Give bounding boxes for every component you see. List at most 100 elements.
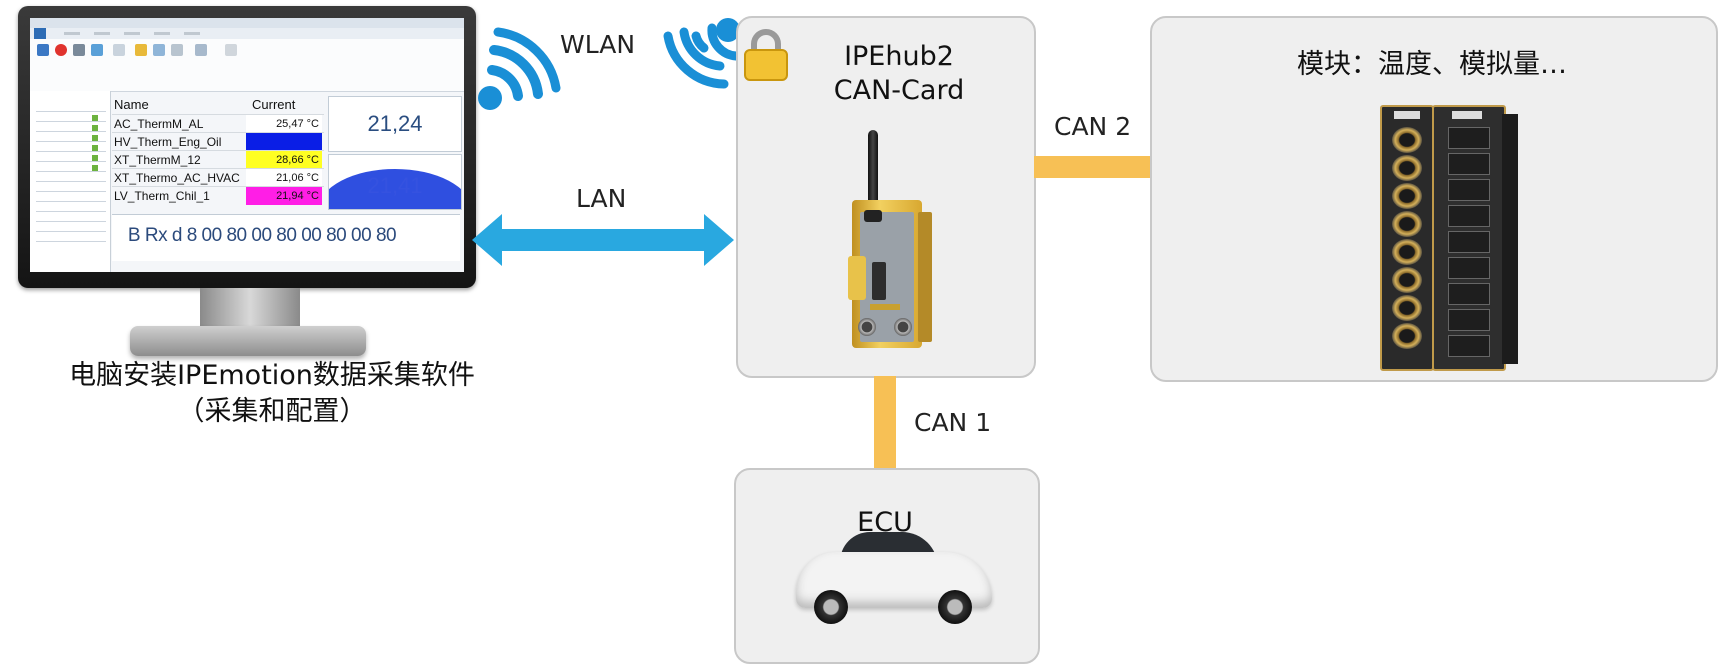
can2-label: CAN 2 [1054, 112, 1132, 141]
round-connector-icon [1392, 127, 1422, 153]
ribbon-tabs [30, 28, 464, 39]
gauge-value: 21,41 [367, 173, 423, 198]
terminal-pin-icon [1448, 127, 1490, 149]
signal-name: XT_Thermo_AC_HVAC [114, 171, 240, 185]
round-connector-icon [1392, 295, 1422, 321]
antenna [868, 130, 878, 222]
computer-caption-line2: （采集和配置） [177, 396, 367, 427]
antenna-base [864, 210, 882, 222]
ribbon-tab [94, 32, 110, 35]
ipehub-title: IPEhub2 CAN-Card [786, 40, 1012, 108]
table-row: LV_Therm_Chil_1 21,94 °C [112, 186, 324, 205]
round-connector-icon [1392, 183, 1422, 209]
table-row: HV_Therm_Eng_Oil [112, 132, 324, 151]
gauge-arc [329, 169, 461, 209]
wlan-label: WLAN [560, 30, 636, 59]
monitor-stand-neck [200, 288, 300, 328]
page-icon [113, 44, 125, 56]
module-side [1502, 114, 1518, 364]
checkbox-icon [92, 125, 98, 131]
lan-arrow [472, 214, 734, 266]
wifi-icon [663, 18, 741, 89]
signal-value [246, 133, 322, 151]
round-connector-icon [1392, 323, 1422, 349]
round-connector-icon [1392, 155, 1422, 181]
round-connector-icon [894, 318, 912, 336]
column-header-value: Current value [252, 97, 296, 130]
terminal-pin-icon [1448, 283, 1490, 305]
round-connector-icon [1392, 267, 1422, 293]
can-message-text: B Rx d 8 00 80 00 80 00 80 00 80 [127, 225, 397, 246]
ipehub-device-side [918, 212, 932, 342]
terminal-pin-icon [1448, 231, 1490, 253]
db9-port-icon [872, 262, 886, 300]
signal-name: LV_Therm_Chil_1 [114, 189, 210, 203]
ribbon-tab-active [34, 28, 46, 39]
wheel-icon [938, 590, 972, 624]
signal-value: 28,66 °C [246, 151, 322, 169]
grid-icon [153, 44, 165, 56]
monitor-screen: Name Current value AC_ThermM_AL 25,47 °C… [30, 18, 464, 272]
checkbox-icon [92, 155, 98, 161]
module-terminal-unit [1432, 105, 1506, 371]
ribbon-toolbar [30, 39, 464, 92]
device-clip [848, 256, 866, 300]
terminal-pin-icon [1448, 309, 1490, 331]
signal-name: XT_ThermM_12 [114, 153, 201, 167]
ribbon-tab [184, 32, 200, 35]
signal-value: 21,94 °C [246, 187, 322, 205]
terminal-pin-icon [1448, 153, 1490, 175]
round-connector-icon [1392, 211, 1422, 237]
round-connector-icon [1392, 239, 1422, 265]
signal-value: 21,06 °C [246, 169, 322, 187]
pause-icon [73, 44, 85, 56]
record-icon [55, 44, 67, 56]
signal-tree-pane [30, 91, 111, 272]
terminal-pin-icon [1448, 257, 1490, 279]
signal-name: AC_ThermM_AL [114, 117, 204, 131]
wheel-icon [814, 590, 848, 624]
device-label-strip [870, 304, 900, 310]
table-row: XT_ThermM_12 28,66 °C [112, 150, 324, 169]
column-header-name: Name [114, 97, 149, 112]
app-titlebar [30, 18, 464, 28]
signal-name: HV_Therm_Eng_Oil [114, 135, 222, 149]
table-row: AC_ThermM_AL 25,47 °C [112, 114, 324, 133]
lan-label: LAN [576, 184, 627, 213]
can1-line [874, 376, 896, 468]
numeric-display: 21,24 [328, 96, 462, 152]
ipehub-title-line2: CAN-Card [833, 75, 965, 106]
terminal-pin-icon [1448, 205, 1490, 227]
ribbon-tab [154, 32, 170, 35]
computer-caption-line1: 电脑安装IPEmotion数据采集软件 [69, 360, 475, 391]
gauge-display: 21,41 [328, 154, 462, 210]
table-row: XT_Thermo_AC_HVAC 21,06 °C [112, 168, 324, 187]
checkbox-icon [92, 145, 98, 151]
module-connector-unit [1380, 105, 1434, 371]
numeric-display-value: 21,24 [367, 111, 423, 136]
ribbon-tab [124, 32, 140, 35]
chart-icon [135, 44, 147, 56]
terminal-pin-icon [1448, 335, 1490, 357]
ribbon-tab [64, 32, 80, 35]
can2-line [1034, 156, 1150, 178]
wifi-icon [478, 27, 561, 110]
monitor-stand-base [130, 326, 366, 356]
checkbox-icon [92, 135, 98, 141]
round-connector-icon [858, 318, 876, 336]
modules-title: 模块：温度、模拟量… [1297, 49, 1567, 80]
signal-value: 25,47 °C [246, 115, 322, 133]
can1-label: CAN 1 [914, 408, 992, 437]
terminal-pin-icon [1448, 179, 1490, 201]
computer-caption: 电脑安装IPEmotion数据采集软件 （采集和配置） [22, 358, 522, 430]
checkbox-icon [92, 115, 98, 121]
ipehub-title-line1: IPEhub2 [844, 41, 954, 72]
lock-icon [744, 29, 788, 81]
checkbox-icon [92, 165, 98, 171]
tool-icon [225, 44, 237, 56]
module-label [1452, 111, 1482, 119]
table-icon [195, 44, 207, 56]
display-icon [91, 44, 103, 56]
panel-icon [171, 44, 183, 56]
can-trace-display: B Rx d 8 00 80 00 80 00 80 00 80 [112, 214, 460, 261]
